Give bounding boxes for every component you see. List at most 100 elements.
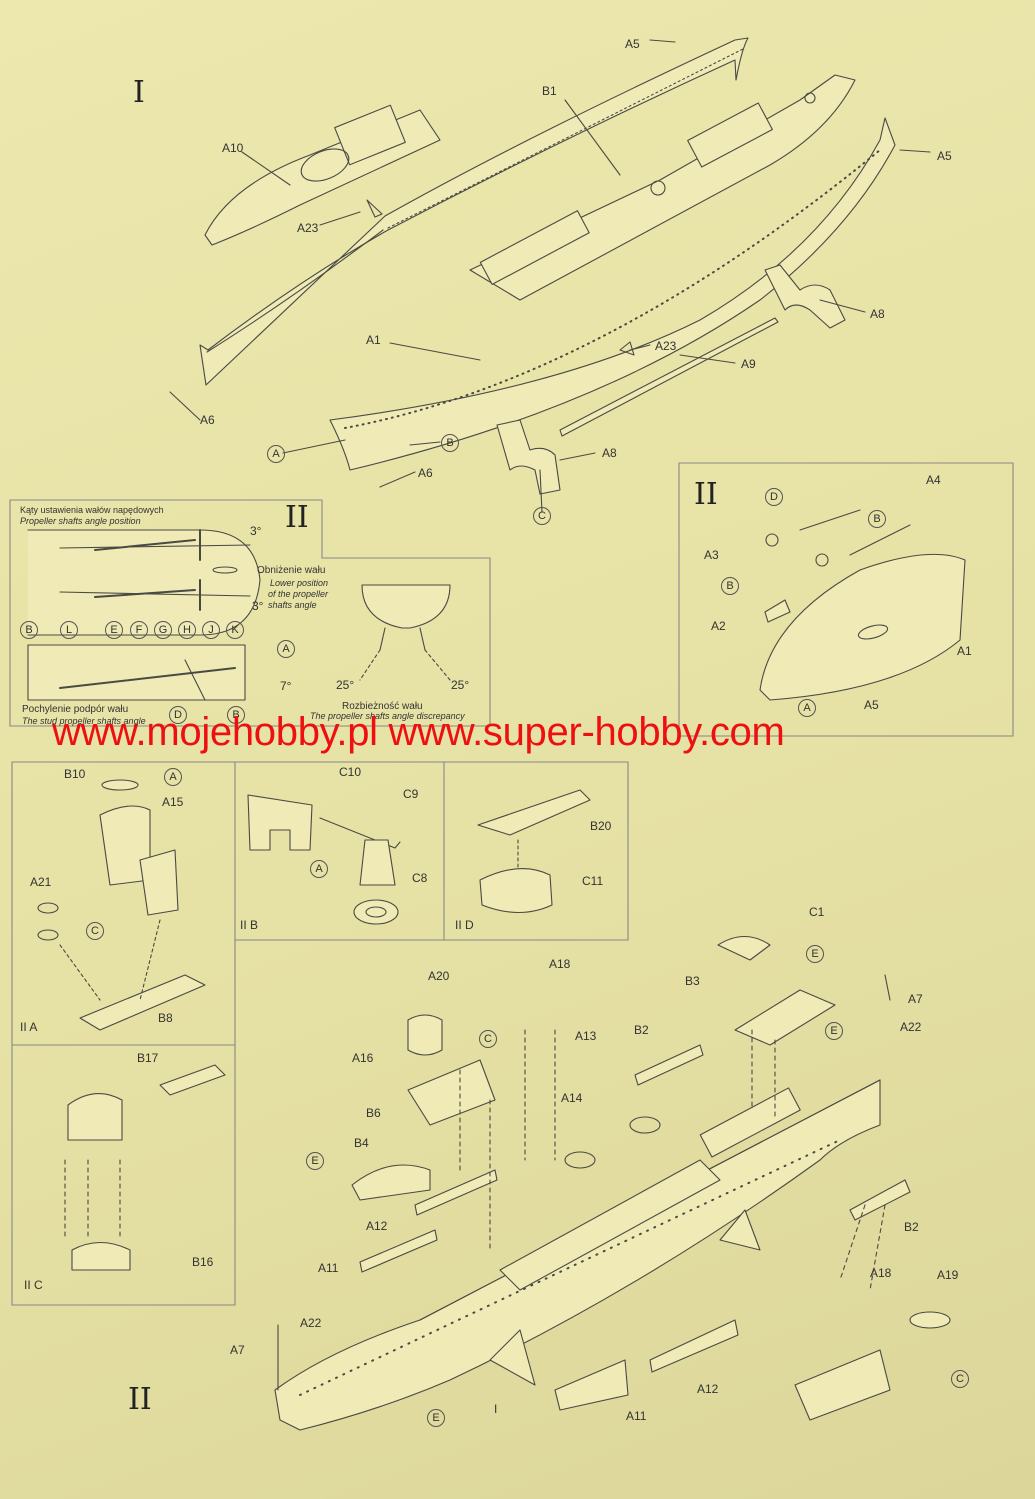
- part-label: A18: [870, 1266, 892, 1280]
- part-label: A21: [30, 875, 52, 889]
- part-label: A15: [162, 795, 184, 809]
- part-label: A5: [864, 698, 879, 712]
- circled-letter: B: [868, 510, 886, 528]
- part-label: A19: [937, 1268, 959, 1282]
- circled-letter: E: [806, 945, 824, 963]
- part-label: A6: [418, 466, 433, 480]
- circled-letter: E: [105, 621, 123, 639]
- circled-letter: H: [178, 621, 196, 639]
- step-I-numeral: I: [133, 75, 145, 110]
- circled-letter: A: [310, 860, 328, 878]
- part-label: A2: [711, 619, 726, 633]
- circled-letter: E: [825, 1022, 843, 1040]
- stand-a8-lower-drawing: [496, 419, 561, 495]
- hull-half-upper-drawing: [199, 37, 749, 386]
- circled-letter: A: [798, 699, 816, 717]
- circled-letter: J: [202, 621, 220, 639]
- watermark-urls: www.mojehobby.pl www.super-hobby.com: [52, 710, 785, 754]
- part-label: C8: [412, 871, 428, 885]
- circled-letter: K: [226, 621, 244, 639]
- angle-strut: 7°: [280, 679, 292, 693]
- part-label: C1: [809, 905, 825, 919]
- circled-letter: E: [427, 1409, 445, 1427]
- part-label: C11: [582, 874, 604, 888]
- part-label: A22: [300, 1316, 322, 1330]
- circled-letter: B: [721, 577, 739, 595]
- circled-letter: A: [277, 640, 295, 658]
- sub-IIA-label: II A: [20, 1020, 38, 1034]
- circled-letter: B: [20, 621, 38, 639]
- part-label: A6: [200, 413, 215, 427]
- sub-IIC-label: II C: [24, 1278, 43, 1292]
- circled-letter: A: [164, 768, 182, 786]
- part-label: B17: [137, 1051, 159, 1065]
- part-label: A22: [900, 1020, 922, 1034]
- part-label: A7: [908, 992, 923, 1006]
- step-II-main-numeral: II: [128, 1382, 152, 1417]
- part-label: A1: [957, 644, 972, 658]
- part-label: C9: [403, 787, 419, 801]
- circled-letter: C: [951, 1370, 969, 1388]
- part-label: A1: [366, 333, 381, 347]
- part-label: A12: [366, 1219, 388, 1233]
- hull-stern-drawing: [759, 553, 966, 701]
- part-label: A16: [352, 1051, 374, 1065]
- sub-IID-label: II D: [455, 918, 474, 932]
- part-label: B2: [634, 1023, 649, 1037]
- part-label: A4: [926, 473, 941, 487]
- stand-a8-upper-drawing: [764, 264, 846, 329]
- part-label: B3: [685, 974, 700, 988]
- part-label: B4: [354, 1136, 369, 1150]
- keel-strip-drawing: [559, 317, 779, 437]
- part-label: A13: [575, 1029, 597, 1043]
- angle-right: 25°: [451, 678, 470, 692]
- part-label: C10: [339, 765, 362, 779]
- part-label: B8: [158, 1011, 173, 1025]
- stern-section-drawing: [361, 584, 451, 629]
- circled-letter: C: [533, 507, 551, 525]
- circled-letter: B: [227, 706, 245, 724]
- turret-drawing: [67, 1093, 123, 1141]
- step-II-box-numeral: II: [694, 477, 718, 512]
- part-label: A5: [937, 149, 952, 163]
- circled-letter: A: [267, 445, 285, 463]
- part-label: A5: [625, 37, 640, 51]
- circled-letter: F: [130, 621, 148, 639]
- part-label: A10: [222, 141, 244, 155]
- circled-letter: C: [86, 922, 104, 940]
- part-label: A9: [741, 357, 756, 371]
- stern-top-view-drawing: [27, 529, 261, 636]
- circled-letter: D: [169, 706, 187, 724]
- angle-left: 25°: [336, 678, 355, 692]
- sub-IIB-label: II B: [240, 918, 259, 932]
- circled-letter: G: [154, 621, 172, 639]
- part-label: B6: [366, 1106, 381, 1120]
- part-label: A8: [870, 307, 885, 321]
- circled-letter: E: [306, 1152, 324, 1170]
- part-label: B20: [590, 819, 612, 833]
- torpedo-tube-drawing: [477, 789, 591, 836]
- strut-en: The stud propeller shafts angle: [22, 716, 146, 726]
- lower-en-3: shafts angle: [268, 600, 317, 610]
- circled-letter: C: [479, 1030, 497, 1048]
- step-II-shaft-numeral: II: [285, 500, 309, 535]
- circled-letter: D: [765, 488, 783, 506]
- strut-pl: Pochylenie podpór wału: [22, 704, 129, 715]
- part-label: A11: [318, 1261, 339, 1275]
- gun-mount-drawing: [247, 794, 313, 851]
- part-label: A8: [602, 446, 617, 460]
- part-label: I: [494, 1402, 498, 1416]
- part-label: A12: [697, 1382, 719, 1396]
- part-label: A18: [549, 957, 571, 971]
- disc-pl: Rozbieżność wału: [342, 701, 423, 712]
- part-label: A3: [704, 548, 719, 562]
- part-label: A23: [655, 339, 677, 353]
- part-label: A20: [428, 969, 450, 983]
- part-label: B1: [542, 84, 557, 98]
- part-label: B2: [904, 1220, 919, 1234]
- lower-pl: Obniżenie wału: [257, 565, 326, 576]
- part-label: B16: [192, 1255, 214, 1269]
- stern-side-view-drawing: [27, 644, 246, 701]
